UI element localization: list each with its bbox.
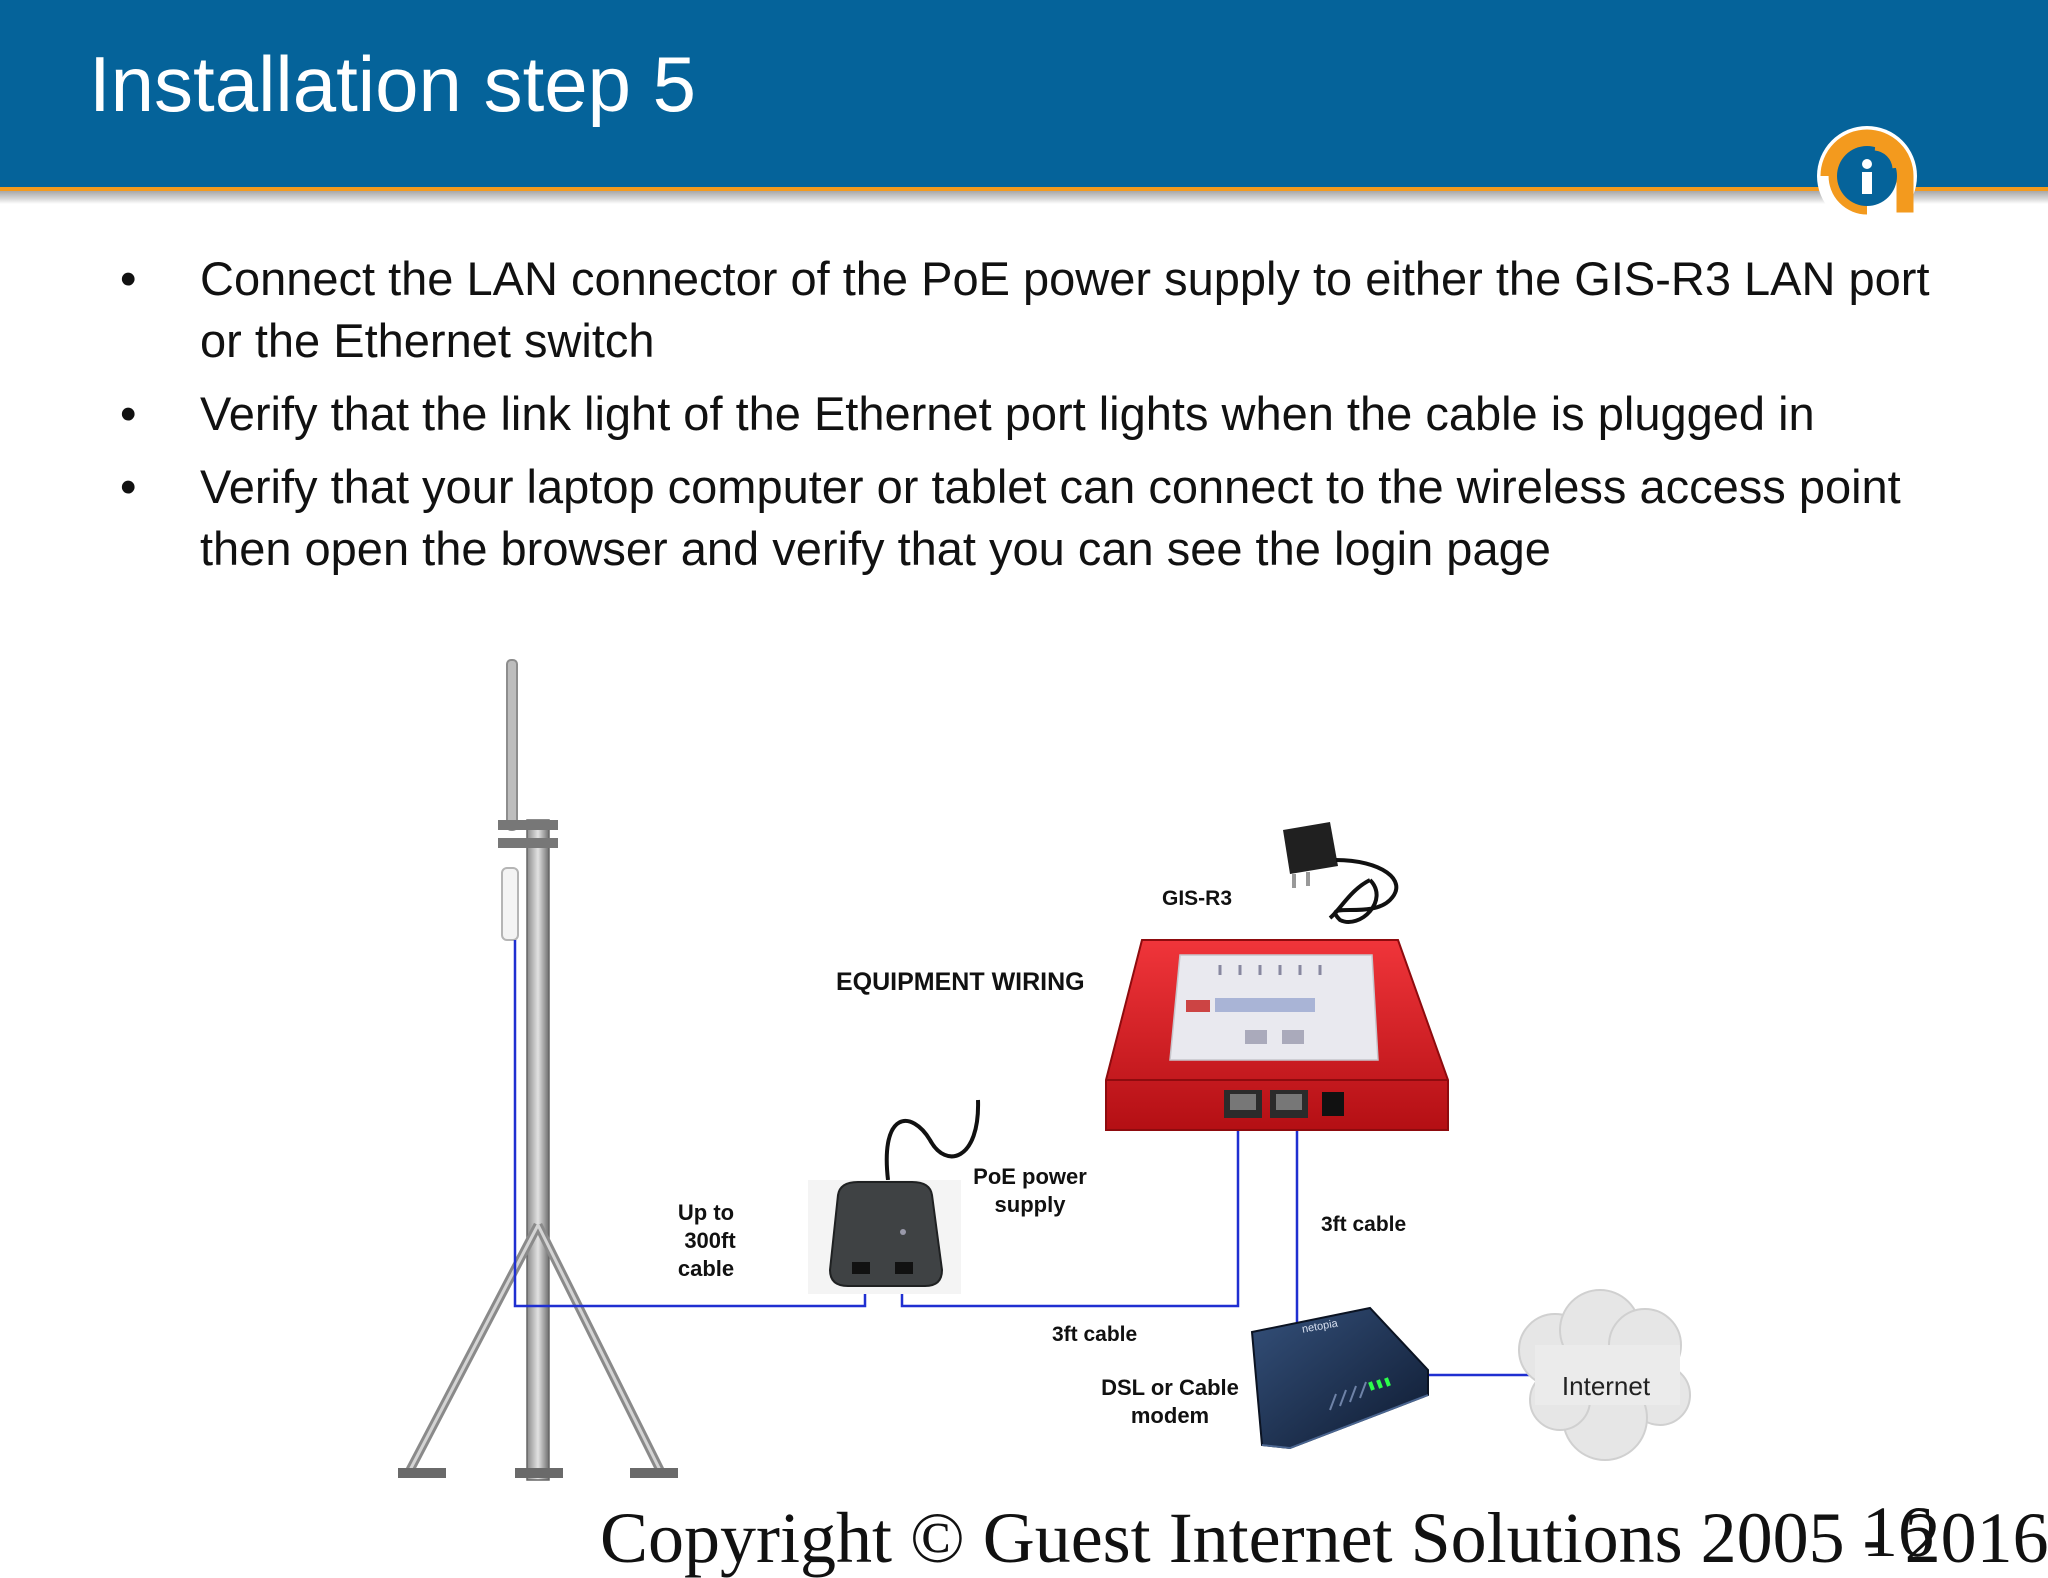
power-adapter-icon (1283, 822, 1399, 924)
header-shadow-rule (0, 191, 2048, 204)
router-label: GIS-R3 (1162, 887, 1232, 910)
gis-r3-router-icon (1105, 939, 1449, 1131)
header-bar (0, 0, 2048, 187)
antenna-mast-icon (398, 659, 678, 1481)
right-cable-label: 3ft cable (1321, 1213, 1406, 1236)
equipment-wiring-diagram: netopia EQUIPMENT WIRING GIS-R3 PoE powe… (398, 659, 1691, 1481)
internet-label: Internet (1562, 1371, 1651, 1401)
modem-label-line2: modem (1131, 1403, 1209, 1428)
bullet-text: Connect the LAN connector of the PoE pow… (200, 252, 1930, 367)
bullet-item: • Verify that your laptop computer or ta… (120, 456, 1940, 580)
poe-power-supply-icon (808, 1099, 981, 1294)
bullet-text: Verify that the link light of the Ethern… (200, 387, 1815, 440)
poe-label-line1: PoE power (973, 1164, 1087, 1189)
modem-label-line1: DSL or Cable (1101, 1375, 1239, 1400)
page-number: 16 (1862, 1492, 1934, 1572)
bullet-text: Verify that your laptop computer or tabl… (200, 460, 1901, 575)
guest-internet-logo-icon (1817, 126, 1917, 226)
bullet-symbol: • (120, 252, 137, 305)
header-accent-rule (0, 187, 2048, 191)
copyright-footer: Copyright © Guest Internet Solutions 200… (600, 1498, 2048, 1578)
bottom-cable-label: 3ft cable (1052, 1323, 1137, 1346)
bullet-symbol: • (120, 387, 137, 440)
bullet-item: • Connect the LAN connector of the PoE p… (120, 248, 1940, 372)
internet-cloud-core (1535, 1345, 1680, 1405)
equipment-wiring-heading: EQUIPMENT WIRING (836, 968, 1085, 996)
bullet-item: • Verify that the link light of the Ethe… (120, 383, 1940, 445)
poe-label-line2: supply (995, 1192, 1067, 1217)
mast-cable-label-line2: 300ft (684, 1228, 736, 1253)
slide-title: Installation step 5 (89, 40, 697, 128)
bullet-symbol: • (120, 460, 137, 513)
mast-cable-label-line1: Up to (678, 1200, 734, 1225)
bullet-list: • Connect the LAN connector of the PoE p… (120, 248, 1940, 591)
dsl-modem-icon: netopia (1250, 1306, 1429, 1450)
mast-cable-label-line3: cable (678, 1256, 734, 1281)
